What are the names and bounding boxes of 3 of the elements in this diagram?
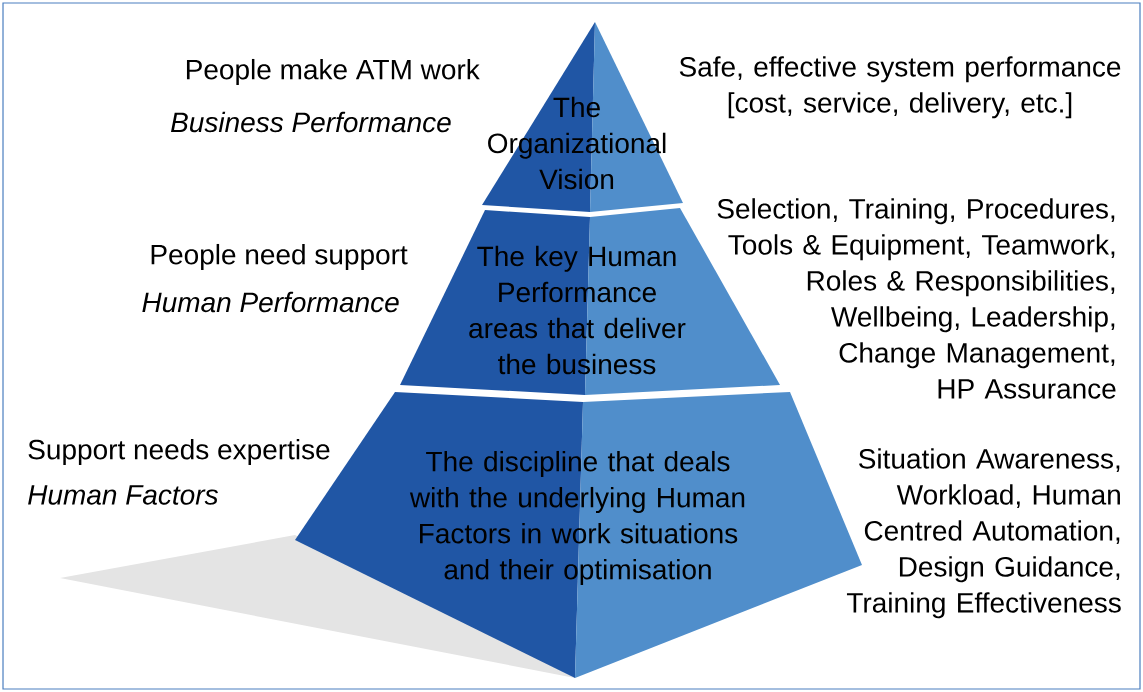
side-text: Business Performance bbox=[171, 111, 451, 133]
side-text: Human Performance bbox=[142, 291, 399, 313]
side-text: Human Factors bbox=[28, 485, 218, 505]
